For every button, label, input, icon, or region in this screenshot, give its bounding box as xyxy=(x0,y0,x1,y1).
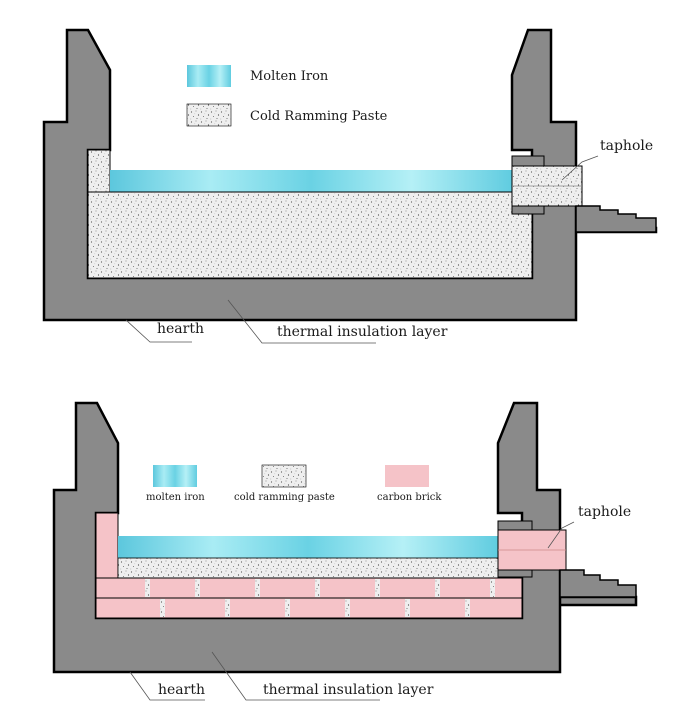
bottom-legend-brick-label: carbon brick xyxy=(377,492,442,503)
top-taphole-leader xyxy=(561,155,599,181)
top-hearth-leader xyxy=(125,319,192,343)
top-outlet-steps xyxy=(575,205,657,233)
top-hearth-label: hearth xyxy=(157,321,204,337)
bottom-hearth-label: hearth xyxy=(158,682,205,698)
bottom-molten-iron xyxy=(118,536,498,558)
bottom-brick-row-2 xyxy=(95,597,523,619)
bottom-legend-paste-swatch xyxy=(261,464,307,488)
bottom-paste-layer xyxy=(117,557,499,579)
bottom-insulation-label: thermal insulation layer xyxy=(263,682,434,698)
bottom-diagram: molten iron cold ramming paste carbon br… xyxy=(52,401,638,701)
bottom-brick-joints xyxy=(145,579,495,617)
top-legend-paste-label: Cold Ramming Paste xyxy=(250,109,388,124)
top-legend-paste-swatch xyxy=(186,103,232,127)
bottom-taphole-leader xyxy=(547,521,575,549)
bottom-outlet-steps xyxy=(559,569,637,598)
bottom-hearth-leader xyxy=(129,671,205,701)
bottom-legend-iron-swatch xyxy=(153,465,197,487)
bottom-insulation-leader xyxy=(211,651,380,701)
bottom-brick-row-1 xyxy=(95,577,523,599)
top-molten-iron xyxy=(110,170,512,192)
top-diagram: Molten Iron Cold Ramming Paste taphole h… xyxy=(42,28,658,344)
bottom-left-brick-column xyxy=(95,512,119,579)
top-legend-iron-swatch xyxy=(187,65,231,87)
bottom-legend-brick-swatch xyxy=(385,465,429,487)
top-insulation-label: thermal insulation layer xyxy=(277,324,448,340)
bottom-taphole-label: taphole xyxy=(578,504,631,520)
top-legend-iron-label: Molten Iron xyxy=(250,69,329,84)
top-paste xyxy=(87,191,533,279)
top-paste-left-column xyxy=(87,149,111,193)
bottom-legend-iron-label: molten iron xyxy=(146,492,205,503)
top-insulation-leader xyxy=(227,299,376,344)
top-taphole-label: taphole xyxy=(600,138,653,154)
bottom-legend-paste-label: cold ramming paste xyxy=(234,492,335,503)
